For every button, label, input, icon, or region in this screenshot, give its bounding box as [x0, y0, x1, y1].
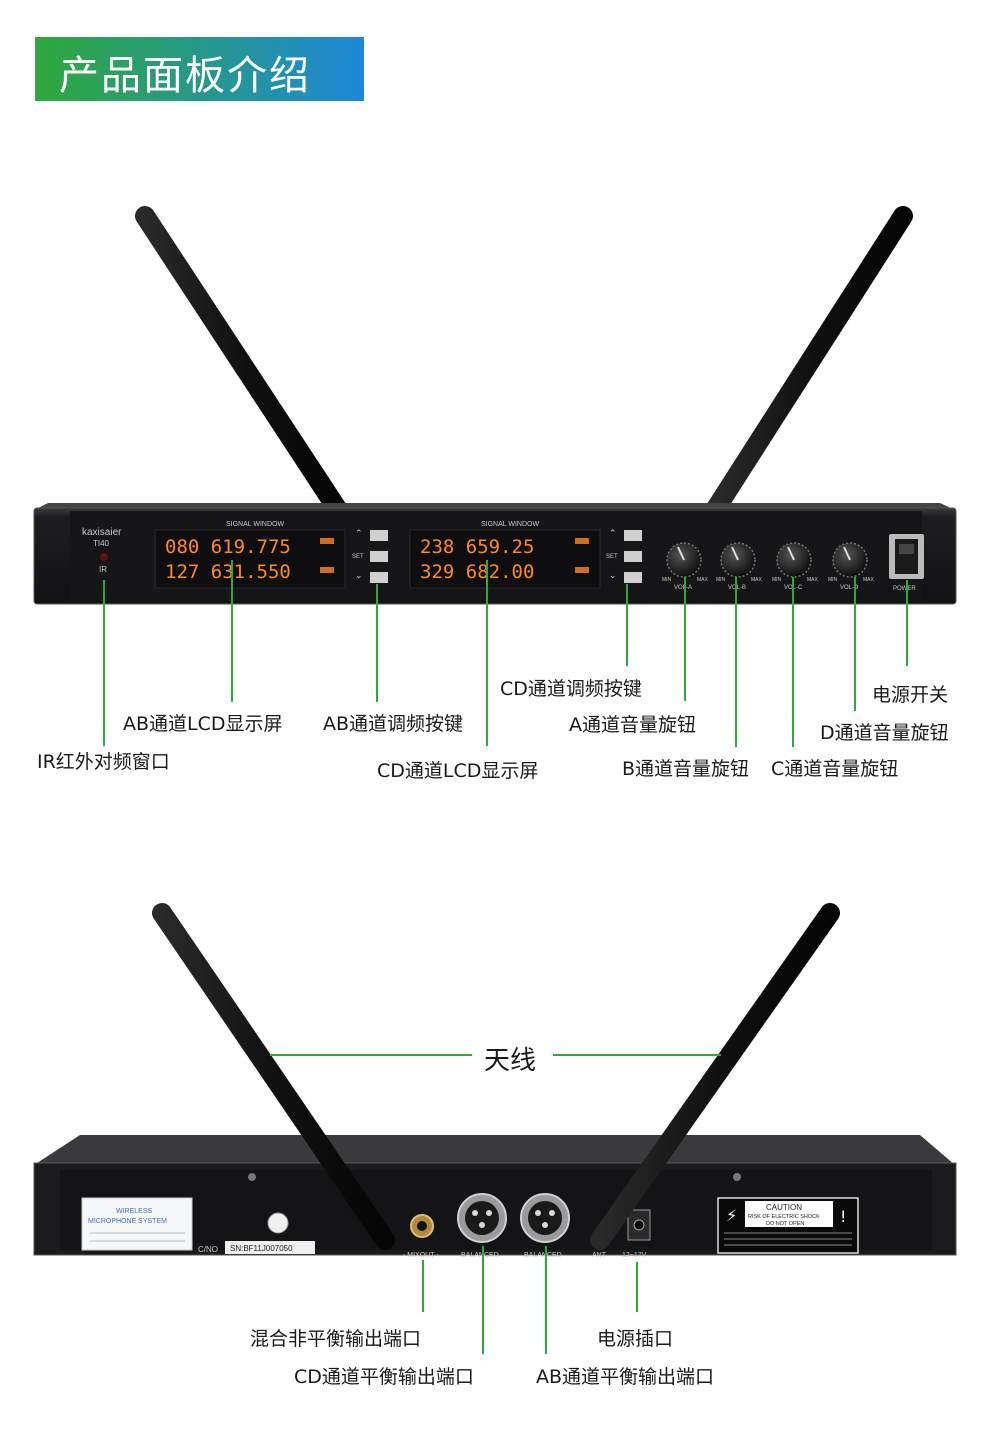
knob-b-label: VOL-B [728, 585, 746, 591]
sticker-line2: MICROPHONE SYSTEM [88, 1218, 167, 1225]
c-knob-callout: C通道音量旋钮 [771, 758, 899, 780]
ab-up-button [370, 530, 388, 541]
caution-title: CAUTION [766, 1203, 802, 1212]
balanced-label-ab: BALANCED [524, 1252, 562, 1259]
knob-b-max: MAX [751, 577, 763, 583]
caution-line1: RISK OF ELECTRIC SHOCK [748, 1214, 820, 1220]
knob-a: MIN MAX VOL-A [662, 542, 709, 591]
cd-up-button [624, 530, 642, 541]
sticker-line1: WIRELESS [116, 1208, 153, 1215]
b-knob-callout: B通道音量旋钮 [622, 758, 750, 780]
ab-balanced-callout: AB通道平衡输出端口 [536, 1366, 715, 1388]
ab-set-button [370, 551, 388, 562]
knob-a-label: VOL-A [674, 585, 692, 591]
ir-callout: IR红外对频窗口 [37, 751, 170, 773]
c-knob-callout-line [792, 577, 794, 747]
lcd-cd-row2: 329 682.00 [420, 561, 534, 583]
cd-buttons-callout-line [626, 584, 628, 666]
ir-callout-line [103, 580, 105, 746]
knob-b-min: MIN [716, 577, 726, 583]
mix-out-callout: 混合非平衡输出端口 [250, 1328, 422, 1350]
model-text: TI40 [93, 539, 110, 548]
page-title: 产品面板介绍 [59, 53, 311, 99]
ab-buttons-callout: AB通道调频按键 [323, 713, 464, 735]
set-label-left: SET [352, 554, 364, 560]
ab-balanced-callout-line [545, 1246, 547, 1354]
ab-lcd-callout: AB通道LCD显示屏 [123, 713, 283, 735]
signal-window-left: SIGNAL WINDOW [226, 521, 284, 528]
power-label: POWER [893, 586, 916, 592]
cd-balanced-callout: CD通道平衡输出端口 [294, 1366, 474, 1388]
cd-lcd-callout-line [486, 560, 488, 746]
cd-buttons-callout: CD通道调频按键 [500, 678, 642, 700]
svg-text:⚡: ⚡ [726, 1206, 737, 1225]
d-knob-callout-line [854, 577, 856, 711]
set-label-right: SET [606, 554, 618, 560]
cno-label: C/NO [198, 1245, 218, 1254]
antenna-callout-line-left [270, 1054, 472, 1056]
knob-d-label: VOL-D [840, 585, 859, 591]
knob-d-min: MIN [828, 577, 838, 583]
balanced-label-cd: BALANCED [461, 1252, 499, 1259]
serial-number: SN:BF11J007050 [230, 1244, 293, 1253]
caution-line2: DO NOT OPEN [766, 1221, 804, 1227]
rear-right-antenna [590, 903, 840, 1250]
svg-text:⌃: ⌃ [609, 528, 617, 538]
lcd-cd-row1: 238 659.25 [420, 536, 534, 558]
antenna-callout: 天线 [484, 1046, 537, 1076]
svg-text:⌄: ⌄ [355, 570, 363, 580]
power-callout-line [906, 580, 908, 666]
right-antenna [705, 206, 913, 520]
ab-balanced-xlr [520, 1193, 570, 1243]
knob-d-max: MAX [863, 577, 875, 583]
mix-out-callout-line [422, 1260, 424, 1312]
mixout-label: - MIXOUT - [403, 1252, 439, 1259]
rear-device-illustration: WIRELESS MICROPHONE SYSTEM C/NO SN:BF11J… [33, 903, 957, 1259]
front-device-illustration: kaxisaier TI40 IR SIGNAL WINDOW 080 619.… [33, 206, 957, 605]
b-knob-callout-line [735, 577, 737, 747]
title-banner: 产品面板介绍 [35, 37, 364, 101]
lcd-ab-row2: 127 631.550 [165, 561, 291, 583]
cd-lcd-callout: CD通道LCD显示屏 [377, 760, 539, 782]
knob-c-max: MAX [807, 577, 819, 583]
lcd-ab-row1: 080 619.775 [165, 536, 291, 558]
svg-text:⌄: ⌄ [609, 570, 617, 580]
knob-d: MIN MAX VOL-D [828, 542, 875, 591]
voltage-label: 12~17V [622, 1252, 647, 1259]
knob-a-max: MAX [697, 577, 709, 583]
power-jack-callout-line [636, 1262, 638, 1312]
knob-a-min: MIN [662, 577, 672, 583]
knob-c-min: MIN [772, 577, 782, 583]
signal-window-right: SIGNAL WINDOW [481, 521, 539, 528]
lcd-cd [409, 529, 601, 589]
antenna-callout-line-right [553, 1054, 721, 1056]
d-knob-callout: D通道音量旋钮 [820, 722, 949, 744]
ab-down-button [370, 572, 388, 583]
ab-buttons-callout-line [376, 584, 378, 702]
lcd-ab [154, 529, 346, 589]
svg-text:!: ! [840, 1207, 846, 1226]
ant-label: ANT [592, 1252, 607, 1259]
power-jack-callout: 电源插口 [597, 1328, 674, 1350]
cd-set-button [624, 551, 642, 562]
cd-balanced-callout-line [482, 1246, 484, 1354]
knob-b: MIN MAX VOL-B [716, 542, 763, 591]
power-callout: 电源开关 [872, 684, 949, 706]
svg-text:⌃: ⌃ [355, 528, 363, 538]
ab-lcd-callout-line [231, 560, 233, 702]
brand-text: kaxisaier [82, 527, 122, 538]
rear-left-antenna [152, 903, 395, 1250]
cd-down-button [624, 572, 642, 583]
ir-label: IR [99, 565, 107, 574]
cd-balanced-xlr [457, 1193, 507, 1243]
a-knob-callout-line [684, 577, 686, 701]
a-knob-callout: A通道音量旋钮 [569, 714, 696, 736]
qc-sticker [267, 1212, 289, 1234]
left-antenna [135, 206, 348, 520]
